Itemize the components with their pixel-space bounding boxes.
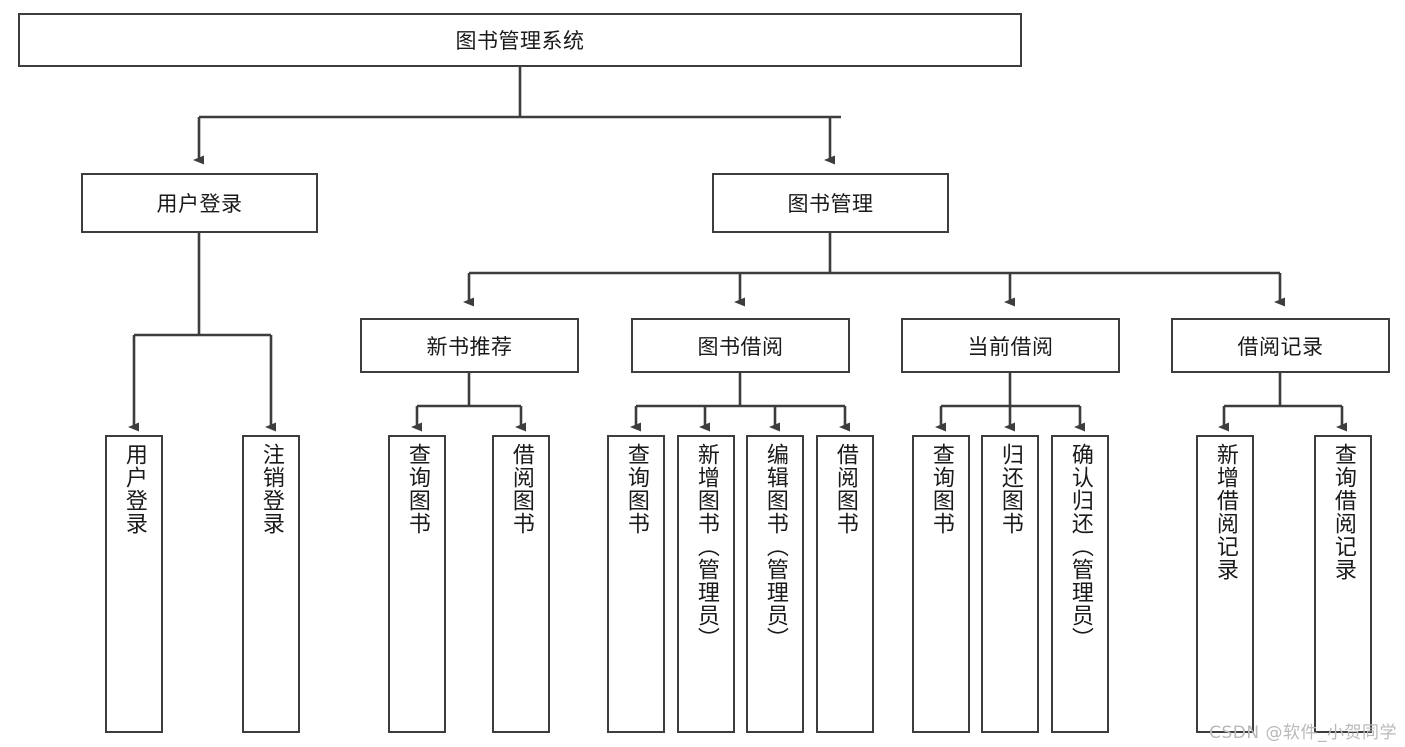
node-borrow-record[interactable]: 借阅记录 xyxy=(1171,318,1390,373)
node-leaf-query-book-3-label: 查询图书 xyxy=(928,443,954,535)
node-root[interactable]: 图书管理系统 xyxy=(18,13,1022,67)
node-leaf-query-record-label: 查询借阅记录 xyxy=(1330,443,1356,581)
node-leaf-user-login[interactable]: 用户登录 xyxy=(105,435,163,733)
node-leaf-query-book-3[interactable]: 查询图书 xyxy=(912,435,970,733)
node-book-manage[interactable]: 图书管理 xyxy=(712,173,949,233)
node-leaf-add-record[interactable]: 新增借阅记录 xyxy=(1196,435,1254,733)
node-book-borrow[interactable]: 图书借阅 xyxy=(631,318,850,373)
node-book-borrow-label: 图书借阅 xyxy=(697,334,784,359)
node-new-book-recommend[interactable]: 新书推荐 xyxy=(360,318,579,373)
node-leaf-return-book-label: 归还图书 xyxy=(997,443,1023,535)
node-leaf-user-login-label: 用户登录 xyxy=(121,443,147,535)
node-root-label: 图书管理系统 xyxy=(455,29,585,53)
node-leaf-logout-login-label: 注销登录 xyxy=(258,443,284,535)
node-user-login-label: 用户登录 xyxy=(156,192,243,216)
node-leaf-confirm-return-label: 确认归还（管理员） xyxy=(1067,443,1093,650)
node-leaf-confirm-return[interactable]: 确认归还（管理员） xyxy=(1051,435,1109,733)
node-leaf-add-book[interactable]: 新增图书（管理员） xyxy=(677,435,735,733)
node-leaf-logout-login[interactable]: 注销登录 xyxy=(242,435,300,733)
node-leaf-borrow-book-2[interactable]: 借阅图书 xyxy=(816,435,874,733)
node-leaf-query-book-2-label: 查询图书 xyxy=(623,443,649,535)
node-leaf-query-book-1-label: 查询图书 xyxy=(404,443,430,535)
node-leaf-edit-book[interactable]: 编辑图书（管理员） xyxy=(746,435,804,733)
node-leaf-query-book-2[interactable]: 查询图书 xyxy=(607,435,665,733)
node-borrow-record-label: 借阅记录 xyxy=(1237,334,1324,359)
node-leaf-return-book[interactable]: 归还图书 xyxy=(981,435,1039,733)
node-current-borrow[interactable]: 当前借阅 xyxy=(901,318,1120,373)
node-current-borrow-label: 当前借阅 xyxy=(967,334,1054,359)
node-leaf-borrow-book-1-label: 借阅图书 xyxy=(508,443,534,535)
node-new-book-recommend-label: 新书推荐 xyxy=(426,334,513,359)
node-leaf-borrow-book-2-label: 借阅图书 xyxy=(832,443,858,535)
node-book-manage-label: 图书管理 xyxy=(787,192,874,216)
node-leaf-add-book-label: 新增图书（管理员） xyxy=(693,443,719,650)
node-leaf-edit-book-label: 编辑图书（管理员） xyxy=(762,443,788,650)
node-leaf-query-book-1[interactable]: 查询图书 xyxy=(388,435,446,733)
node-leaf-borrow-book-1[interactable]: 借阅图书 xyxy=(492,435,550,733)
node-leaf-query-record[interactable]: 查询借阅记录 xyxy=(1314,435,1372,733)
node-leaf-add-record-label: 新增借阅记录 xyxy=(1212,443,1238,581)
node-user-login[interactable]: 用户登录 xyxy=(81,173,318,233)
